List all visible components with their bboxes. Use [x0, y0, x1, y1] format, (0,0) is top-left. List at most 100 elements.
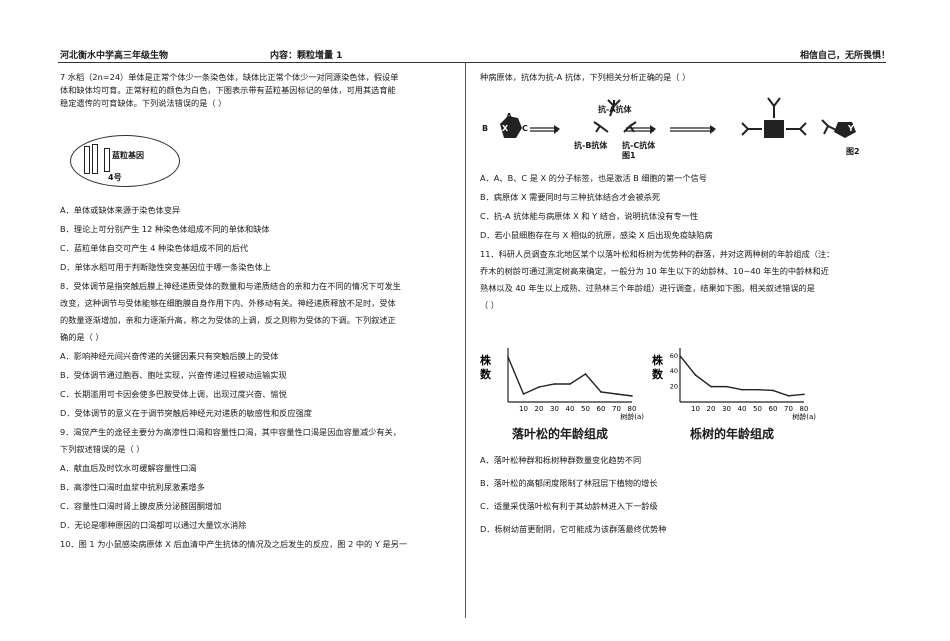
antibody-figure [500, 97, 856, 138]
label-a: A [506, 112, 513, 121]
q11-line4: （ ） [480, 300, 499, 310]
q10-option-c: C．抗-A 抗体能与病原体 X 和 Y 结合，说明抗体没有专一性 [480, 211, 699, 221]
q8-line2: 改变，这种调节与受体能够在细胞膜自身作用下内、外移动有关。神经递质释放不足时，受… [60, 298, 396, 308]
x-axis-label: 树龄(a) [792, 412, 816, 421]
label-c: C [522, 124, 528, 133]
anti-c-label: 抗-C抗体 [622, 141, 656, 150]
q8-option-b: B．受体调节通过胞吞、胞吐实现，兴奋传递过程被动运输实现 [60, 370, 287, 380]
right-column: 种病原体，抗体为抗-A 抗体，下列相关分析正确的是（ ） [480, 70, 890, 84]
figure-2-caption: 图2 [846, 147, 860, 156]
q9-option-c: C．容量性口渴时肾上腺皮质分泌醛固酮增加 [60, 501, 222, 511]
q11-option-c: C．适量采伐落叶松有利于其幼龄林进入下一龄级 [480, 501, 658, 511]
q10-option-d: D．若小鼠细胞存在与 X 相似的抗原，感染 X 后出现免疫缺陷病 [480, 230, 713, 240]
anti-a-label: 抗-A抗体 [598, 105, 632, 114]
q7-line3: 稳定遗传的可育缺体。下列说法错误的是（ ） [60, 98, 227, 108]
data-point [803, 393, 805, 396]
antibody-on-y-icon [821, 119, 837, 135]
q9-option-d: D．无论是哪种原因的口渴都可以通过大量饮水消除 [60, 520, 247, 530]
q7-option-a: A．单体或缺体来源于染色体变异 [60, 205, 181, 215]
q7-line2: 体和缺体均可育。正常籽粒的颜色为白色，下图表示带有蓝粒基因标记的单体，可用其选育… [60, 85, 396, 95]
label-y: Y [848, 124, 854, 133]
q8-option-c: C．长期滥用可卡因会使多巴胺受体上调，出现过度兴奋、愉悦 [60, 389, 287, 399]
x-tick-label: 30 [550, 405, 559, 413]
figure-1-caption: 图1 [622, 151, 636, 160]
data-point [522, 393, 525, 395]
header-divider [58, 62, 886, 63]
data-point [710, 385, 712, 388]
x-tick-label: 10 [691, 405, 700, 413]
data-point [756, 388, 759, 391]
blue-gene-label: 蓝粒基因 [112, 151, 144, 160]
data-point [787, 395, 790, 397]
q9-option-a: A．献血后及时饮水可缓解容量性口渴 [60, 463, 197, 473]
q11-options: A．落叶松种群和栎树种群数量变化趋势不同 B．落叶松的高郁闭度限制了林冠层下植物… [480, 448, 890, 536]
data-point [772, 389, 774, 392]
data-point [600, 391, 602, 393]
q8-option-d: D．受体调节的意义在于调节突触后神经元对递质的敏感性和反应强度 [60, 408, 312, 418]
antibody-b-icon [593, 121, 609, 133]
label-b: B [482, 124, 489, 133]
q10-option-a: A．A、B、C 是 X 的分子标签，也是激活 B 细胞的第一个信号 [480, 173, 707, 183]
data-point [538, 386, 540, 388]
q9-line2: 下列叙述错误的是（ ） [60, 444, 145, 454]
q11-option-d: D．栎树幼苗更耐阴，它可能成为该群落最终优势种 [480, 524, 667, 534]
data-point [679, 355, 681, 357]
x-tick-label: 80 [628, 405, 637, 413]
bound-antibody-icon [741, 122, 762, 136]
data-line [507, 356, 633, 397]
antibody-a-icon [607, 99, 621, 117]
chromosome-number-label: 4号 [108, 173, 122, 182]
q10-option-b: B．病原体 X 需要同时与三种抗体结合才会被杀死 [480, 192, 661, 202]
data-point [694, 374, 697, 376]
data-point [615, 393, 618, 395]
oak-chart-title: 栎树的年龄组成 [690, 427, 775, 441]
chromosome [92, 144, 98, 174]
chromosome [84, 146, 90, 174]
x-tick-label: 60 [597, 405, 606, 413]
y-tick-label: 20 [670, 383, 678, 391]
q8-line4: 确的是（ ） [60, 332, 104, 342]
antibody-c-icon [623, 121, 637, 133]
q9-line1: 9．渴觉产生的途径主要分为高渗性口渴和容量性口渴，其中容量性口渴是因血容量减少有… [60, 427, 401, 437]
y-axis-label: 数 [480, 367, 492, 381]
q8-line1: 8．受体调节是指突触后膜上神经递质受体的数量和与递质结合的亲和力在不同的情况下可… [60, 281, 401, 291]
data-point [584, 373, 587, 375]
q9-option-b: B．高渗性口渴时血浆中抗利尿激素增多 [60, 482, 205, 492]
anti-b-label: 抗-B抗体 [574, 141, 608, 150]
q10-line1: 10．图 1 为小鼠感染病原体 X 后血清中产生抗体的情况及之后发生的反应，图 … [60, 539, 408, 549]
x-tick-label: 50 [581, 405, 590, 413]
header-content: 内容：颗粒增量 1 [270, 51, 343, 61]
right-column-lower: A．A、B、C 是 X 的分子标签，也是激活 B 细胞的第一个信号 B．病原体 … [480, 166, 890, 312]
x-tick-label: 40 [566, 405, 575, 413]
q7-line1: 7 水稻（2n=24）单体是正常个体少一条染色体，缺体比正常个体少一对同源染色体… [60, 72, 399, 82]
q11-option-b: B．落叶松的高郁闭度限制了林冠层下植物的增长 [480, 478, 658, 488]
data-point [569, 383, 571, 385]
data-point [553, 383, 556, 385]
pathogen-y-shape [834, 122, 856, 138]
x-tick-label: 50 [753, 405, 762, 413]
x-tick-label: 70 [784, 405, 793, 413]
q8-line3: 的数量逐渐增加，亲和力逐渐升高，称之为受体的上调，反之则称为受体的下调。下列叙述… [60, 315, 396, 325]
y-axis-label: 株 [652, 353, 664, 367]
data-point [631, 395, 633, 397]
y-tick-label: 60 [670, 352, 678, 360]
x-tick-label: 30 [722, 405, 731, 413]
x-tick-label: 10 [519, 405, 528, 413]
bound-antibody-icon [767, 97, 781, 118]
q7-option-d: D．单体水稻可用于判断隐性突变基因位于哪一条染色体上 [60, 262, 271, 272]
x-tick-label: 80 [800, 405, 809, 413]
x-tick-label: 20 [535, 405, 544, 413]
chromosome [104, 148, 110, 172]
q11-option-a: A．落叶松种群和栎树种群数量变化趋势不同 [480, 455, 642, 465]
pathogen-x-shape [500, 116, 522, 138]
x-tick-label: 60 [769, 405, 778, 413]
pathogen-x-complex [764, 120, 784, 138]
y-axis-label: 株 [480, 353, 492, 367]
data-point [741, 388, 743, 391]
q7-option-b: B．理论上可分别产生 12 种染色体组成不同的单体和缺体 [60, 224, 270, 234]
y-axis-label: 数 [652, 367, 664, 381]
column-divider [465, 62, 466, 618]
x-tick-label: 70 [612, 405, 621, 413]
